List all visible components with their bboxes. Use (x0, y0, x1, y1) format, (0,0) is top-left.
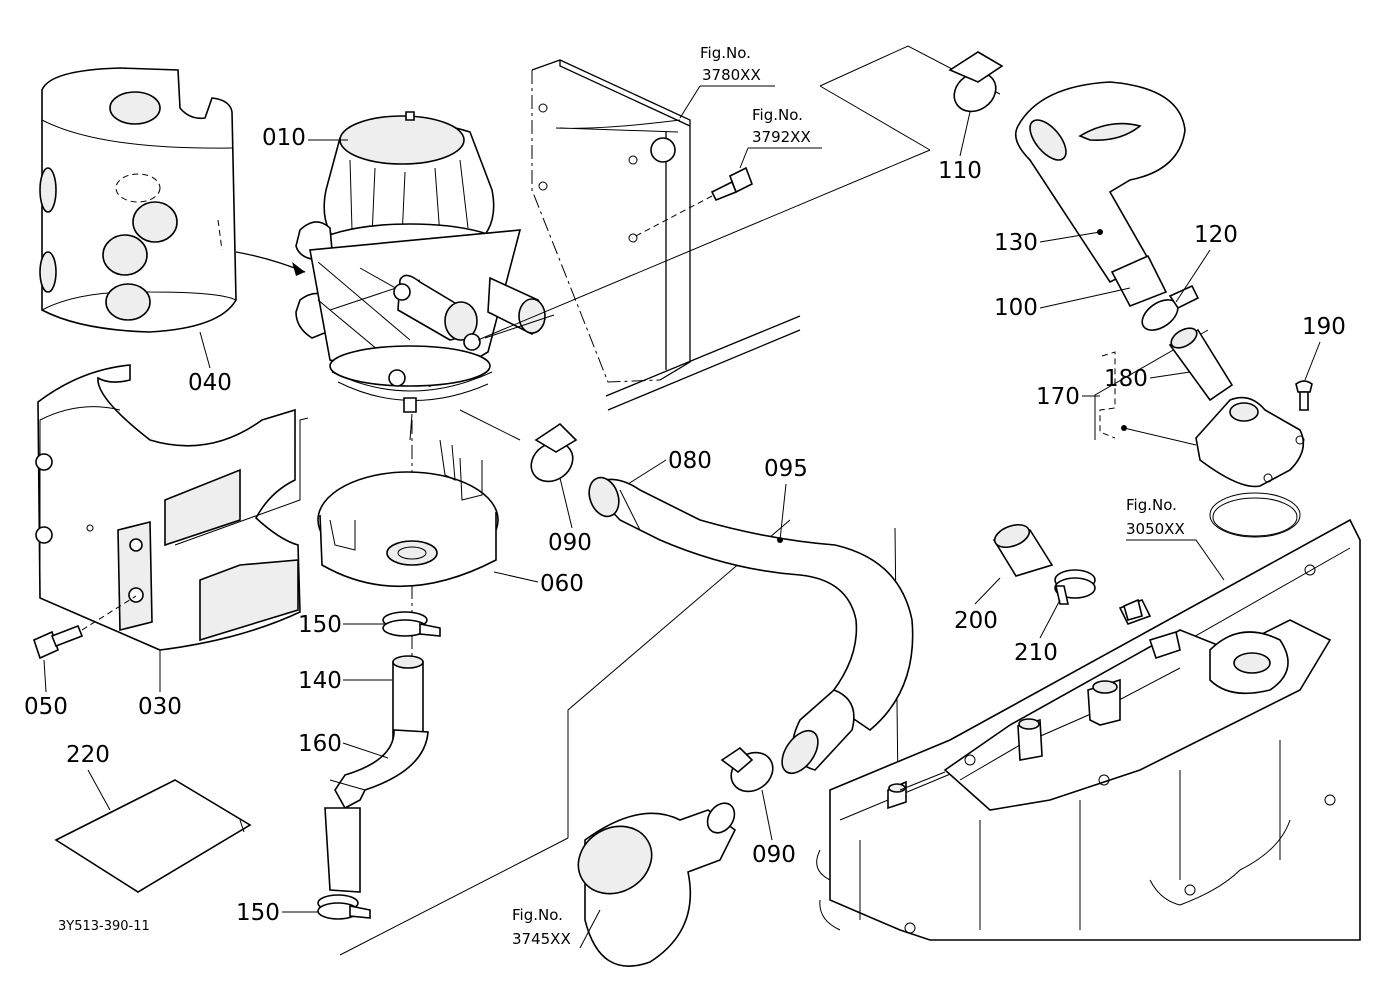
label-200: 200 (954, 608, 998, 634)
cover-sleeve-040 (39, 67, 306, 333)
label-210: 210 (1014, 640, 1058, 666)
bracket-030 (35, 364, 301, 651)
clamp-210 (1054, 569, 1096, 605)
label-110: 110 (938, 158, 982, 184)
gear-case-plate (531, 59, 801, 411)
separator-body-010 (295, 111, 546, 413)
instruction-sheet-220 (54, 779, 252, 893)
pipe-100 (1110, 254, 1168, 308)
label-095: 095 (764, 456, 808, 482)
label-220: 220 (66, 742, 110, 768)
label-170: 170 (1036, 384, 1080, 410)
intake-pipe (577, 802, 737, 967)
clamp-120 (1141, 284, 1200, 331)
label-140: 140 (298, 668, 342, 694)
label-090-lower: 090 (752, 842, 796, 868)
clamp-150-upper (382, 611, 441, 637)
label-180: 180 (1104, 366, 1148, 392)
figref-3050-prefix: Fig.No. (1126, 496, 1177, 514)
label-010: 010 (262, 125, 306, 151)
cover-170 (1099, 351, 1305, 538)
label-040: 040 (188, 370, 232, 396)
hose-130 (1014, 81, 1186, 284)
label-090-upper: 090 (548, 530, 592, 556)
pipe-200 (992, 523, 1054, 577)
label-080: 080 (668, 448, 712, 474)
reference-lines (174, 45, 1209, 956)
clamp-090-lower (720, 746, 774, 793)
label-060: 060 (540, 571, 584, 597)
pipe-180 (1168, 327, 1234, 402)
plate-bolt (631, 166, 754, 239)
clamp-110 (948, 51, 1004, 113)
figref-3792-number: 3792XX (752, 128, 811, 146)
figref-3780-prefix: Fig.No. (700, 44, 751, 62)
label-190: 190 (1302, 314, 1346, 340)
label-050: 050 (24, 694, 68, 720)
label-120: 120 (1194, 222, 1238, 248)
screw-190 (1295, 380, 1313, 411)
part-number-labels: 010 040 030 050 060 150 140 160 150 220 … (24, 111, 1346, 926)
label-150-lower: 150 (236, 900, 280, 926)
label-100: 100 (994, 295, 1038, 321)
clamp-090-upper (530, 422, 578, 483)
hose-160 (324, 729, 429, 893)
figure-references: Fig.No. 3780XX Fig.No. 3792XX Fig.No. 30… (512, 44, 1225, 949)
figref-3780-number: 3780XX (702, 66, 761, 84)
label-130: 130 (994, 230, 1038, 256)
cylinder-head-cover (816, 518, 1361, 941)
hose-095 (588, 476, 914, 775)
label-030: 030 (138, 694, 182, 720)
base-cup-060 (317, 439, 499, 588)
bolt-050 (33, 595, 137, 660)
figref-3745-prefix: Fig.No. (512, 906, 563, 924)
figref-3050-number: 3050XX (1126, 520, 1185, 538)
clamp-150-lower (317, 894, 371, 920)
drawing-code: 3Y513-390-11 (58, 919, 150, 934)
figref-3745-number: 3745XX (512, 930, 571, 948)
label-150-upper: 150 (298, 612, 342, 638)
figref-3792-prefix: Fig.No. (752, 106, 803, 124)
label-160: 160 (298, 731, 342, 757)
